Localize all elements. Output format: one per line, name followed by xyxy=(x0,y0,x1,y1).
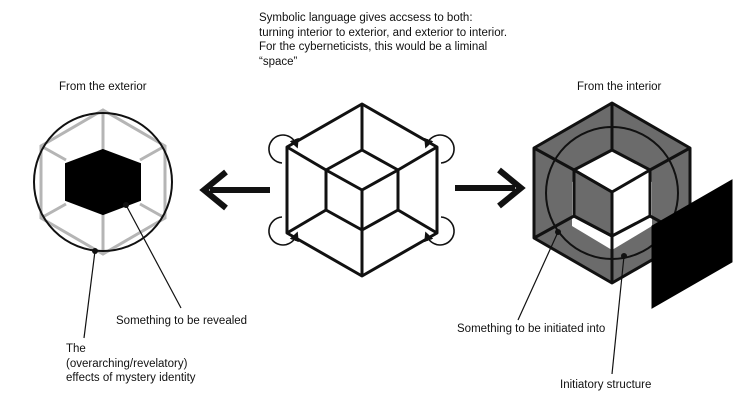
inner-cube-top-edges xyxy=(325,168,399,192)
initiatory-structure-label: Initiatory structure xyxy=(560,379,652,391)
exterior-figure xyxy=(33,108,182,339)
circular-arrow-icon xyxy=(268,216,299,246)
connecting-edges xyxy=(286,104,438,276)
initiated-leader-line xyxy=(517,231,559,321)
initiated-label: Something to be initiated into xyxy=(457,323,606,335)
circular-arrow-icon xyxy=(268,134,299,164)
exterior-circle xyxy=(33,112,173,252)
symbolic-language-caption: Symbolic language gives accsess to both:… xyxy=(259,12,508,68)
left-arrow-icon xyxy=(199,169,270,211)
revealed-leader-line xyxy=(125,204,182,309)
exterior-hexagon-spokes xyxy=(40,110,166,254)
effects-leader-line xyxy=(83,250,96,339)
revealed-core-hexagon xyxy=(65,148,141,216)
center-nested-cube xyxy=(285,102,439,278)
circular-arrow-icon xyxy=(424,134,455,164)
effects-label: The (overarching/revelatory) effects of … xyxy=(66,343,196,384)
interior-title: From the interior xyxy=(577,81,662,93)
initiatory-structure-panel xyxy=(651,179,733,309)
revealed-label: Something to be revealed xyxy=(116,315,248,327)
interior-inner-cube-top-edges xyxy=(573,168,651,194)
rotation-marks xyxy=(268,134,455,246)
exterior-title: From the exterior xyxy=(59,81,147,93)
right-arrow-icon xyxy=(455,167,526,209)
structure-leader-line xyxy=(611,255,625,375)
circular-arrow-icon xyxy=(424,216,455,246)
interior-figure xyxy=(517,101,733,375)
